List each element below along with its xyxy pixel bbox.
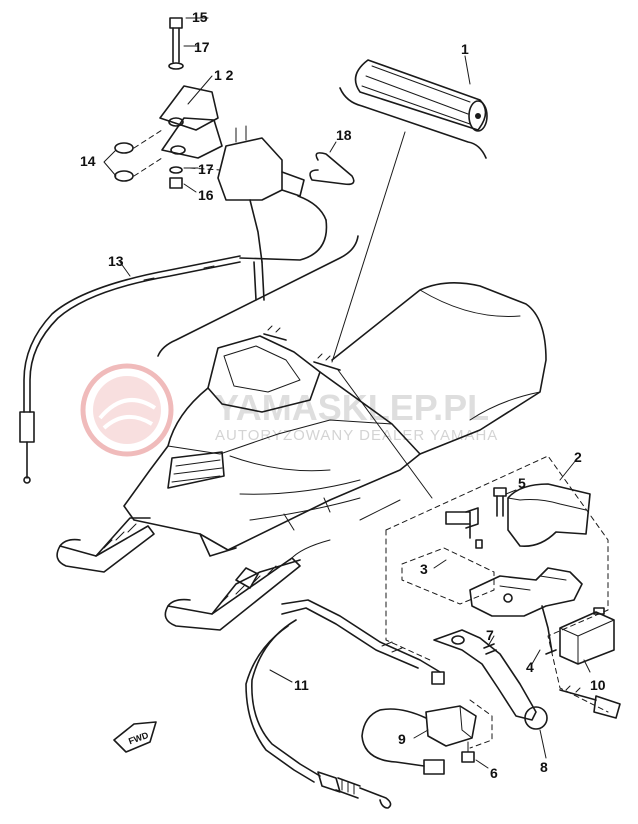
watermark-tagline: AUTORYZOWANY DEALER YAMAHA	[215, 427, 498, 444]
throttle-cable	[19, 219, 328, 484]
callout-leaders	[103, 17, 591, 769]
throttle-housing-assembly	[114, 17, 327, 263]
callout-8: 8	[540, 759, 548, 775]
callout-3: 3	[420, 561, 428, 577]
callout-12: 1 2	[214, 67, 234, 83]
forward-arrow-icon: FWD	[113, 721, 157, 753]
callout-16: 16	[198, 187, 214, 203]
brake-cable	[245, 599, 445, 809]
grip-bracket-line	[339, 87, 487, 159]
callout-14: 14	[80, 153, 96, 169]
callout-9: 9	[398, 731, 406, 747]
snowmobile-body	[56, 282, 547, 631]
callout-5: 5	[518, 475, 526, 491]
throttle-bracket-line	[157, 235, 359, 357]
callout-4: 4	[526, 659, 534, 675]
callout-1: 1	[461, 41, 469, 57]
brake-lever-assembly	[361, 455, 621, 775]
callout-18: 18	[336, 127, 352, 143]
handlebar-grip	[354, 59, 488, 132]
grip-leader-line	[331, 131, 406, 363]
spring-clip	[309, 152, 355, 186]
lever-leader-line	[337, 369, 433, 499]
callout-11: 11	[294, 677, 309, 693]
callout-15: 15	[192, 9, 208, 25]
callout-2: 2	[574, 449, 582, 465]
callout-6: 6	[490, 765, 498, 781]
callout-10: 10	[590, 677, 606, 693]
callout-13: 13	[108, 253, 124, 269]
callout-7: 7	[486, 627, 494, 643]
watermark-logo	[80, 363, 174, 457]
callout-17-upper: 17	[194, 39, 210, 55]
callout-17-lower: 17	[198, 161, 214, 177]
